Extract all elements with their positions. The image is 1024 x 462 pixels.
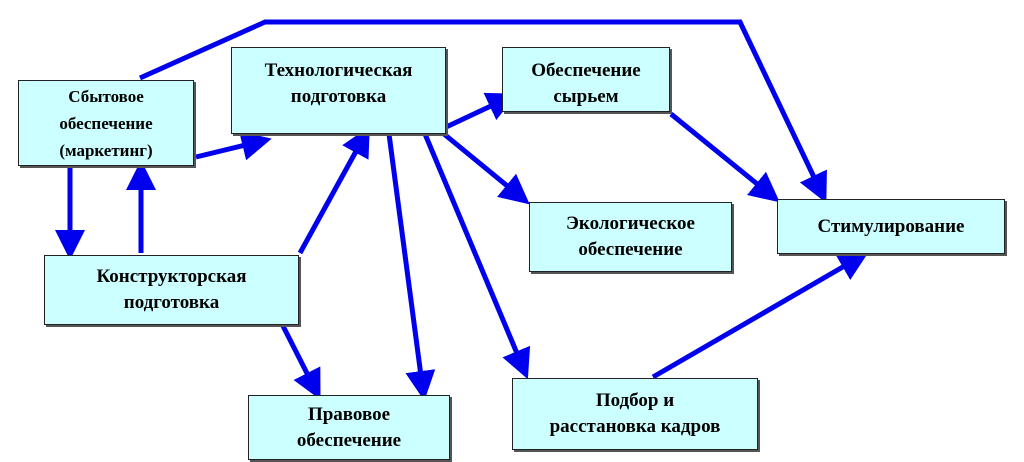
arrow-tech-to-legal: [386, 133, 436, 401]
node-ecological: Экологическое обеспечение: [529, 202, 732, 272]
arrow-sales-to-tech: [195, 131, 272, 161]
arrow-tech-to-supply: [442, 92, 518, 131]
arrow-design-to-tech: [297, 126, 370, 255]
arrow-sales-to-stimulation: [138, 19, 827, 204]
arrow-tech-to-eco: [442, 132, 530, 205]
node-technological-prep: Технологическая подготовка: [231, 47, 446, 134]
arrow-design-to-legal: [280, 324, 321, 400]
node-stimulation: Стимулирование: [777, 199, 1005, 254]
arrow-tech-to-staff: [422, 133, 531, 380]
arrow-supply-to-stimulation: [669, 112, 780, 203]
node-raw-supply: Обеспечение сырьем: [502, 47, 670, 112]
node-legal: Правовое обеспечение: [248, 395, 450, 460]
arrow-staff-to-stimulation: [651, 251, 869, 380]
node-sales-marketing: Сбытовое обеспечение (маркетинг): [18, 80, 194, 166]
node-design-prep: Конструкторская подготовка: [44, 255, 299, 325]
node-staff-selection: Подбор и расстановка кадров: [512, 378, 758, 450]
